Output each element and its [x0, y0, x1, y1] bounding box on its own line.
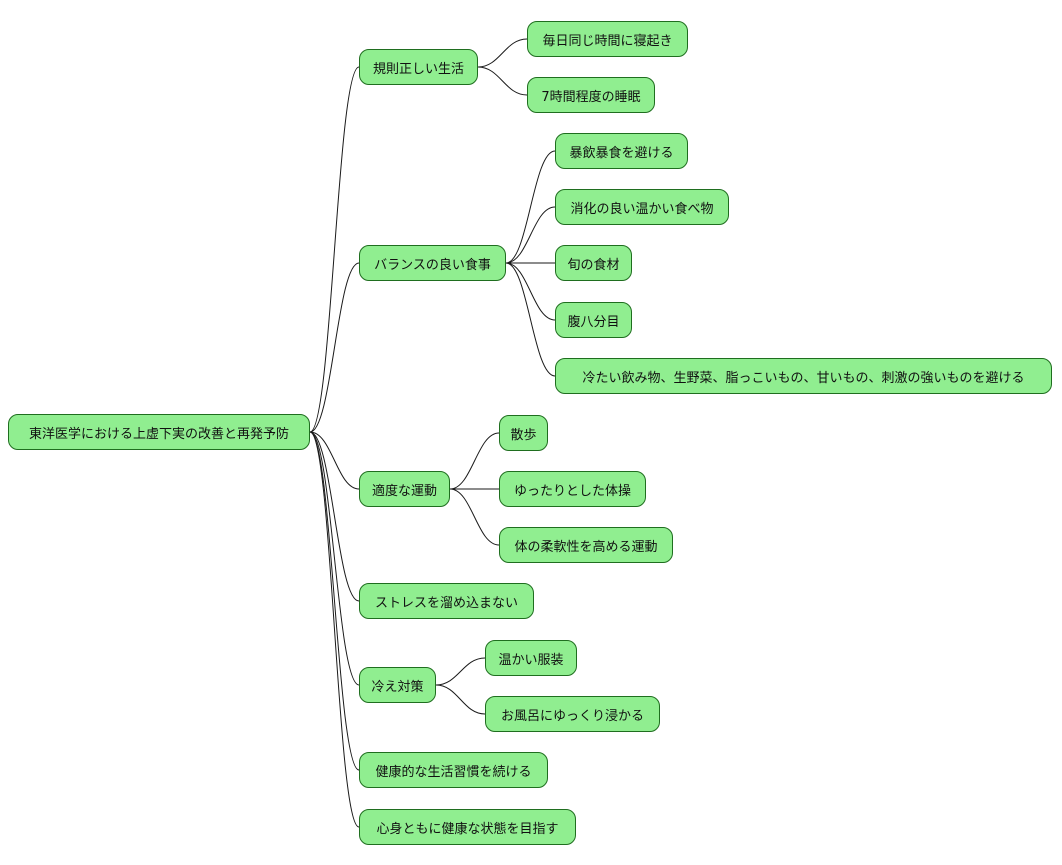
edge-branch-1-to-leaf-0 [505, 150, 556, 264]
leaf-node-avoid-overeating: 暴飲暴食を避ける [555, 133, 688, 169]
leaf-node-same-sleep-time: 毎日同じ時間に寝起き [527, 21, 688, 57]
edge-root-to-branch-0 [309, 66, 360, 433]
leaf-node-flexibility-exercise: 体の柔軟性を高める運動 [499, 527, 673, 563]
edge-branch-1-to-leaf-3 [505, 262, 556, 321]
edge-branch-0-to-leaf-0 [477, 38, 528, 68]
leaf-node-gentle-exercise: ゆったりとした体操 [499, 471, 646, 507]
leaf-node-warm-clothing: 温かい服装 [485, 640, 577, 676]
leaf-node-seven-hour-sleep: 7時間程度の睡眠 [527, 77, 655, 113]
branch-node-moderate-exercise: 適度な運動 [359, 471, 450, 507]
leaf-node-eat-moderately: 腹八分目 [555, 302, 632, 338]
edge-root-to-branch-1 [309, 262, 360, 433]
edge-branch-2-to-leaf-0 [449, 432, 500, 490]
edge-root-to-branch-3 [309, 431, 360, 602]
branch-node-balanced-diet: バランスの良い食事 [359, 245, 506, 281]
edge-branch-0-to-leaf-1 [477, 66, 528, 96]
edge-root-to-branch-5 [309, 431, 360, 771]
edge-branch-1-to-leaf-4 [505, 262, 556, 377]
edge-branch-2-to-leaf-2 [449, 488, 500, 546]
leaf-node-avoid-cold-greasy-food: 冷たい飲み物、生野菜、脂っこいもの、甘いもの、刺激の強いものを避ける [555, 358, 1052, 394]
branch-node-mind-body-health: 心身ともに健康な状態を目指す [359, 809, 576, 845]
edge-branch-4-to-leaf-1 [435, 684, 486, 715]
leaf-node-soak-in-bath: お風呂にゆっくり浸かる [485, 696, 660, 732]
root-node: 東洋医学における上虚下実の改善と再発予防 [8, 414, 310, 450]
edge-root-to-branch-6 [309, 431, 360, 828]
edge-branch-4-to-leaf-0 [435, 657, 486, 686]
branch-node-cold-prevention: 冷え対策 [359, 667, 436, 703]
leaf-node-walking: 散歩 [499, 415, 548, 451]
branch-node-avoid-stress: ストレスを溜め込まない [359, 583, 534, 619]
edge-root-to-branch-4 [309, 431, 360, 686]
leaf-node-warm-digestible-food: 消化の良い温かい食べ物 [555, 189, 729, 225]
edge-root-to-branch-2 [309, 431, 360, 490]
branch-node-regular-life: 規則正しい生活 [359, 49, 478, 85]
branch-node-healthy-habits: 健康的な生活習慣を続ける [359, 752, 548, 788]
edge-branch-1-to-leaf-1 [505, 206, 556, 264]
leaf-node-seasonal-ingredients: 旬の食材 [555, 245, 632, 281]
